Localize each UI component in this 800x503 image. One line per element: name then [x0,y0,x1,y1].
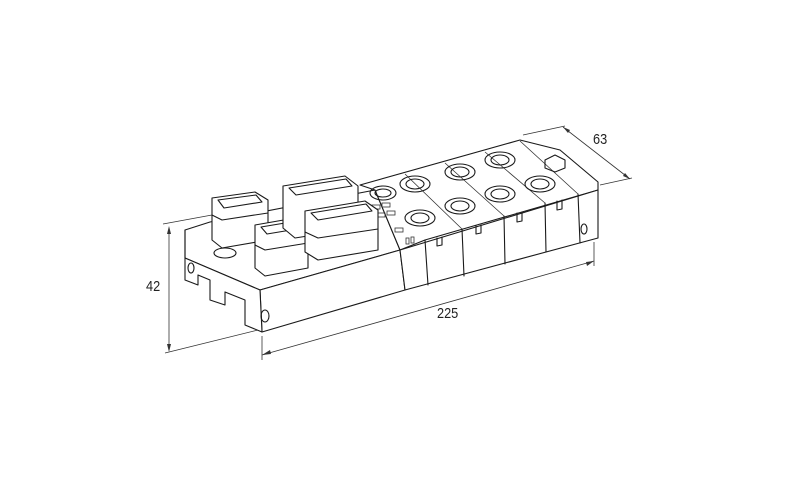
depth-label: 63 [593,131,608,148]
height-dimension [162,214,259,354]
module-body [184,139,599,333]
m12-ports [369,151,556,227]
length-dimension [261,242,595,360]
depth-dimension [522,125,633,186]
height-label: 42 [146,278,161,295]
rectangular-connectors [211,175,379,277]
length-label: 225 [437,305,459,322]
